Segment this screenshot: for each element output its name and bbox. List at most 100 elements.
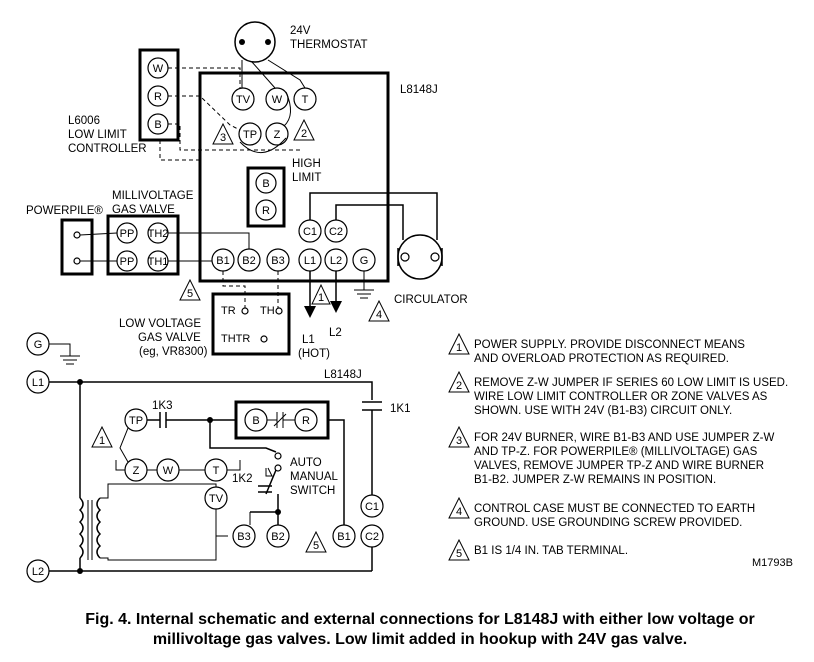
terminal-c1: C1 [303, 226, 317, 238]
lv-valve-thtr: THTR [221, 333, 250, 345]
svg-text:PP: PP [120, 228, 135, 240]
terminal-c2: C2 [329, 226, 343, 238]
lv-valve-th: TH [260, 305, 275, 317]
terminal-c2-lower: C2 [365, 531, 379, 543]
note-1: 1 POWER SUPPLY. PROVIDE DISCONNECT MEANS… [448, 332, 745, 365]
terminal-tp: TP [243, 129, 257, 141]
svg-text:B1-B2. JUMPER Z-W REMAINS IN P: B1-B2. JUMPER Z-W REMAINS IN POSITION. [474, 474, 716, 486]
note-5: 5 B1 IS 1/4 IN. TAB TERMINAL. [448, 538, 628, 561]
circulator-label: CIRCULATOR [394, 294, 468, 306]
relay-1k2: 1K2 [232, 473, 252, 485]
lv-valve-example: (eg, VR8300) [139, 346, 208, 358]
terminal-b3-lower: B3 [237, 531, 250, 543]
high-limit-box [246, 166, 286, 228]
svg-text:GROUND. USE GROUNDING SCREW PR: GROUND. USE GROUNDING SCREW PROVIDED. [474, 517, 742, 529]
terminal-tv: TV [236, 94, 251, 106]
supply-l1: L1 [302, 334, 315, 346]
relay-1k3: 1K3 [152, 400, 172, 412]
figure-caption-line-2: millivoltage gas valves. Low limit added… [153, 631, 687, 648]
svg-text:5: 5 [456, 548, 462, 560]
ground-g: G [34, 339, 43, 351]
terminal-w: W [272, 94, 283, 106]
figure-code: M1793B [752, 557, 793, 569]
svg-text:1: 1 [318, 292, 324, 304]
note-marker-4: 4 [368, 299, 390, 322]
svg-text:REMOVE Z-W JUMPER IF SERIES 60: REMOVE Z-W JUMPER IF SERIES 60 LOW LIMIT… [474, 377, 788, 389]
svg-text:5: 5 [313, 540, 319, 552]
svg-text:4: 4 [376, 309, 382, 321]
mv-valve-terminals: PP TH2 PP TH1 [116, 222, 169, 272]
high-limit-lower-b: B [252, 415, 259, 427]
low-limit-label-2: CONTROLLER [68, 143, 147, 155]
low-limit-controller [138, 48, 180, 142]
terminal-z: Z [274, 129, 281, 141]
svg-text:1: 1 [99, 435, 105, 447]
relay-1k1: 1K1 [390, 403, 410, 415]
supply-hot: (HOT) [298, 348, 330, 360]
switch-label-2: MANUAL [290, 471, 339, 483]
lower-module-label: L8148J [324, 369, 362, 381]
terminal-tp-lower: TP [129, 415, 143, 427]
powerpile-label: POWERPILE® [26, 205, 103, 217]
line-l2: L2 [32, 566, 44, 578]
terminal-b2-lower: B2 [271, 531, 284, 543]
svg-text:POWER SUPPLY. PROVIDE DISCONNE: POWER SUPPLY. PROVIDE DISCONNECT MEANS [474, 339, 745, 351]
note-3: 3 FOR 24V BURNER, WIRE B1-B3 AND USE JUM… [448, 425, 774, 486]
note-marker-2: 2 [293, 118, 315, 141]
terminal-b1-lower: B1 [337, 531, 350, 543]
terminal-b2: B2 [242, 255, 255, 267]
powerpile [60, 218, 94, 276]
svg-text:1: 1 [456, 342, 462, 354]
thermostat-label: THERMOSTAT [290, 39, 368, 51]
svg-text:AND OVERLOAD PROTECTION AS REQ: AND OVERLOAD PROTECTION AS REQUIRED. [474, 353, 729, 365]
terminal-w-lower: W [163, 465, 174, 477]
supply-l2: L2 [329, 327, 342, 339]
svg-text:B: B [154, 119, 161, 131]
note-marker-1-upper: 1 [311, 283, 331, 305]
lv-valve-label: LOW VOLTAGE [119, 318, 201, 330]
high-limit-lower-r: R [302, 415, 310, 427]
svg-text:R: R [154, 91, 162, 103]
bottom-terminals: B1 B2 B3 L1 L2 G [211, 248, 376, 272]
svg-text:3: 3 [220, 132, 226, 144]
high-limit-label: HIGH [292, 158, 321, 170]
module-label: L8148J [400, 84, 438, 96]
svg-text:VALVES, REMOVE JUMPER TP-Z AND: VALVES, REMOVE JUMPER TP-Z AND WIRE BURN… [474, 460, 764, 472]
svg-text:TH2: TH2 [148, 228, 169, 240]
mv-valve-label: MILLIVOLTAGE [112, 190, 194, 202]
figure-caption-line-1: Fig. 4. Internal schematic and external … [85, 611, 755, 628]
l8148j-control-box [198, 71, 390, 283]
svg-text:2: 2 [301, 128, 307, 140]
terminal-l1: L1 [304, 255, 316, 267]
lv-valve-label-2: GAS VALVE [138, 332, 201, 344]
low-limit-model: L6006 [68, 115, 100, 127]
terminal-t: T [302, 94, 309, 106]
high-limit-label-2: LIMIT [292, 172, 321, 184]
switch-label: AUTO [290, 457, 322, 469]
svg-text:CONTROL CASE MUST BE CONNECTED: CONTROL CASE MUST BE CONNECTED TO EARTH [474, 503, 755, 515]
note-4: 4 CONTROL CASE MUST BE CONNECTED TO EART… [448, 496, 755, 529]
thermostat-label-24v: 24V [290, 25, 311, 37]
svg-text:2: 2 [456, 380, 462, 392]
low-limit-label: LOW LIMIT [68, 129, 127, 141]
circulator [397, 234, 443, 280]
svg-text:3: 3 [456, 435, 462, 447]
terminal-g: G [360, 255, 369, 267]
high-limit-b: B [262, 178, 269, 190]
notes: 1 POWER SUPPLY. PROVIDE DISCONNECT MEANS… [448, 332, 788, 561]
svg-text:TH1: TH1 [148, 256, 169, 268]
mv-valve-label-2: GAS VALVE [112, 204, 175, 216]
svg-text:5: 5 [187, 288, 193, 300]
note-marker-3: 3 [212, 122, 234, 145]
note-marker-5-upper: 5 [179, 278, 201, 301]
terminal-c1-lower: C1 [365, 501, 379, 513]
svg-text:PP: PP [120, 256, 135, 268]
terminal-t-lower: T [213, 465, 220, 477]
internal-terminals: TV W T TP Z [231, 87, 317, 146]
line-l1: L1 [32, 377, 44, 389]
low-voltage-gas-valve [211, 292, 291, 356]
terminal-l2: L2 [330, 255, 342, 267]
svg-text:FOR 24V BURNER, WIRE B1-B3 AND: FOR 24V BURNER, WIRE B1-B3 AND USE JUMPE… [474, 432, 774, 444]
svg-text:W: W [153, 63, 164, 75]
